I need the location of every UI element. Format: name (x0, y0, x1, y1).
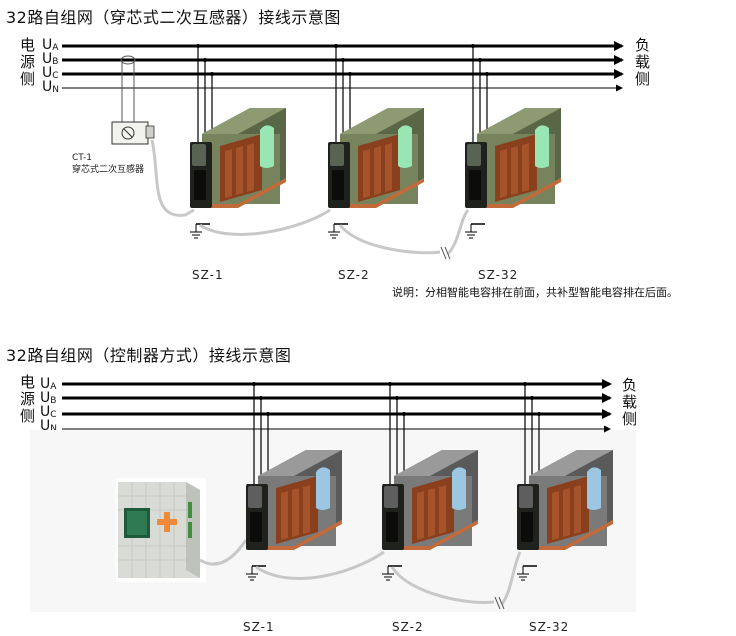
unit-label-sz1: SZ-1 (192, 268, 224, 282)
unit-label-sz2: SZ-2 (338, 268, 370, 282)
load-side-label-2: 负 载 侧 (622, 376, 638, 428)
cable-break-mark-2 (494, 596, 505, 610)
unit-label-sz2-2: SZ-2 (392, 620, 424, 634)
controller-unit (116, 478, 248, 582)
wiring-note: 说明：分相智能电容排在前面，共补型智能电容排在后面。 (392, 286, 678, 299)
unit-label-sz32: SZ-32 (478, 268, 519, 282)
load-side-label: 负 载 侧 (635, 36, 651, 88)
comm-cables-1 (199, 208, 470, 255)
diagram1-title: 32路自组网（穿芯式二次互感器）接线示意图 (6, 8, 341, 27)
phase-uc-label: UC (42, 65, 59, 81)
phase-ua-label: UA (42, 37, 59, 53)
unit-label-sz1-2: SZ-1 (243, 620, 275, 634)
phase-uc-label-2: UC (40, 404, 57, 420)
ct-transformer (111, 55, 195, 217)
diagram2-title: 32路自组网（控制器方式）接线示意图 (6, 346, 292, 365)
ground-symbols-2 (245, 565, 537, 581)
phase-ub-label: UB (42, 51, 59, 67)
phase-ua-label-2: UA (40, 376, 57, 392)
source-side-label-2: 电 源 侧 (20, 373, 36, 425)
cable-break-mark-1 (440, 246, 451, 260)
unit-label-sz32-2: SZ-32 (529, 620, 570, 634)
ground-symbols-1 (189, 223, 485, 239)
bus-lines-2 (62, 379, 612, 433)
comm-cables-2 (255, 550, 522, 605)
ct-label: CT-1 穿芯式二次互感器 (72, 153, 145, 175)
phase-un-label: UN (42, 79, 59, 95)
source-side-label: 电 源 侧 (20, 36, 36, 88)
bus-lines-1 (62, 41, 624, 92)
phase-un-label-2: UN (40, 418, 57, 434)
phase-ub-label-2: UB (40, 390, 57, 406)
